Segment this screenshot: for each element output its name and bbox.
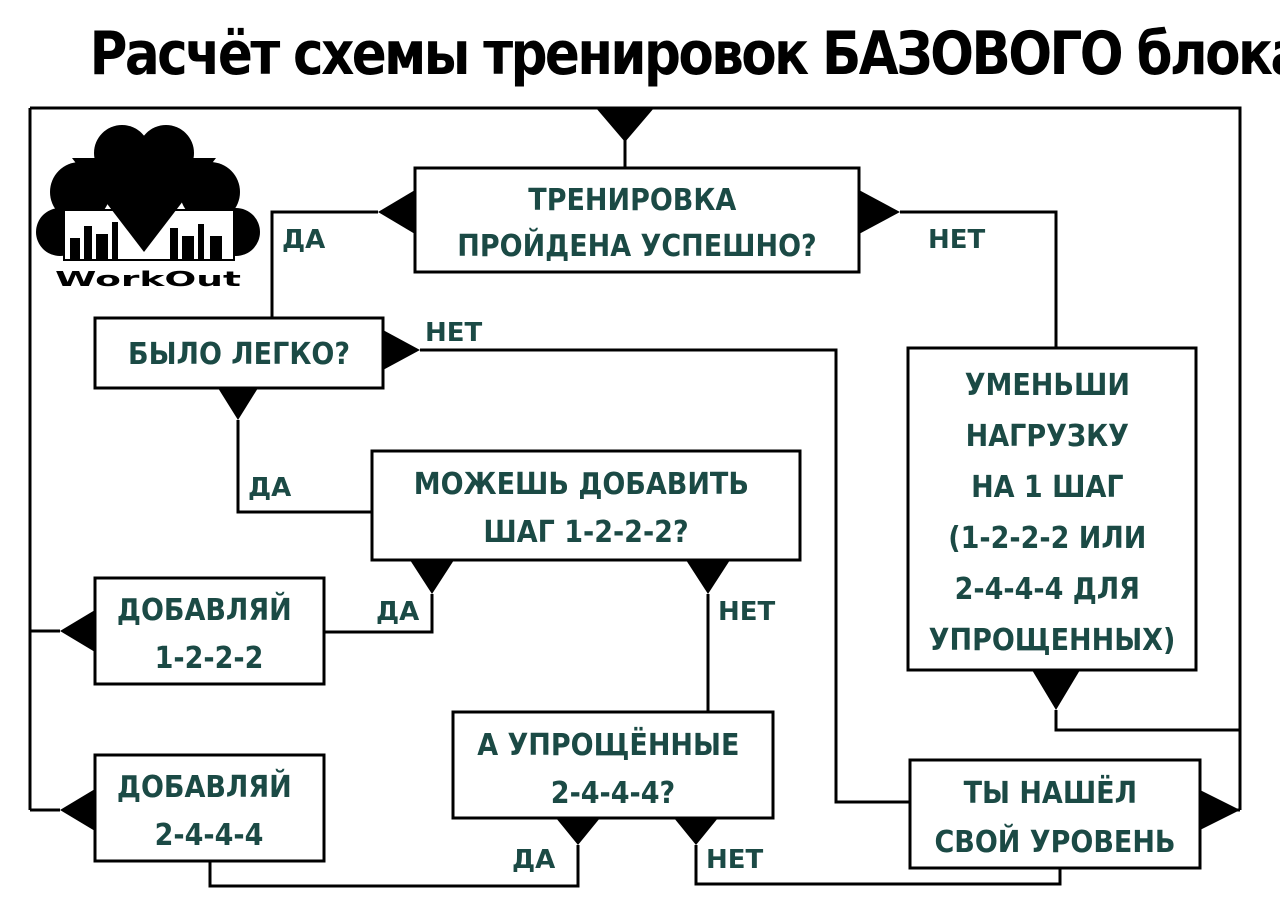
arrow-simplified-no [674, 818, 718, 845]
node-add-2444-text: ДОБАВЛЯЙ 2-4-4-4 [117, 769, 301, 853]
arrow-found-right [1200, 790, 1240, 830]
edge-label-yes-2: ДА [248, 473, 291, 503]
node-add-2444 [93, 753, 326, 863]
page-title: Расчёт схемы тренировок БАЗОВОГО блока [89, 19, 1280, 89]
node-was-easy [93, 316, 385, 390]
arrow-canadd-yes [410, 560, 454, 594]
node-found-level [908, 758, 1202, 870]
edge-label-no-4: НЕТ [706, 845, 764, 875]
arrow-heads [60, 108, 1240, 845]
arrow-add2444-left [60, 789, 95, 831]
logo-text: WorkOut [55, 267, 242, 291]
node-can-add-step-text: МОЖЕШЬ ДОБАВИТЬ ШАГ 1-2-2-2? [414, 467, 759, 550]
arrow-training-left [378, 190, 415, 234]
node-reduce-load-text: УМЕНЬШИ НАГРУЗКУ НА 1 ШАГ (1-2-2-2 ИЛИ 2… [929, 368, 1176, 658]
logo-city-skyline [70, 222, 222, 260]
edge-label-yes-1: ДА [282, 225, 325, 255]
node-simplified-2444-text: А УПРОЩЁННЫЕ 2-4-4-4? [477, 727, 749, 811]
arrow-training-right [859, 190, 900, 234]
edge-label-yes-4: ДА [512, 845, 555, 875]
node-add-1222-text: ДОБАВЛЯЙ 1-2-2-2 [117, 592, 301, 676]
edge-label-no-1: НЕТ [928, 225, 986, 255]
arrow-simplified-yes [556, 818, 600, 845]
arrow-top [596, 108, 654, 142]
node-can-add-step [370, 449, 802, 562]
node-add-1222 [93, 576, 326, 686]
node-training-success-text: ТРЕНИРОВКА ПРОЙДЕНА УСПЕШНО? [457, 183, 816, 264]
node-reduce-load [906, 346, 1198, 672]
arrow-reduce-down [1032, 670, 1080, 710]
arrow-easy-right [383, 330, 420, 370]
edge-label-no-3: НЕТ [718, 597, 776, 627]
workout-logo: WorkOut [36, 125, 260, 291]
arrow-easy-down [218, 388, 258, 420]
node-was-easy-text: БЫЛО ЛЕГКО? [128, 337, 350, 372]
arrow-canadd-no [686, 560, 730, 594]
edge-label-yes-3: ДА [376, 597, 419, 627]
node-simplified-2444 [451, 710, 775, 820]
edge-label-no-2: НЕТ [425, 318, 483, 348]
node-found-level-text: ТЫ НАШЁЛ СВОЙ УРОВЕНЬ [935, 775, 1176, 860]
logo-triangle [72, 158, 216, 252]
arrow-add1222-left [60, 610, 95, 652]
